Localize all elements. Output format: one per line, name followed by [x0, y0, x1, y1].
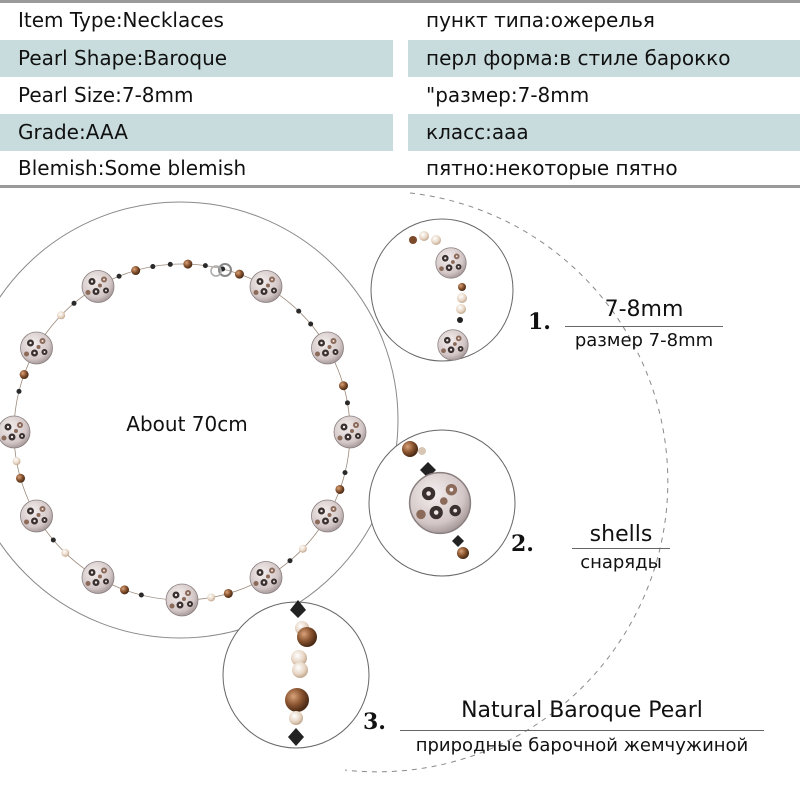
bottom-rule — [0, 185, 800, 188]
spacer-bead — [342, 470, 348, 476]
spec-grade-ru: класс:ааа — [408, 114, 800, 151]
top-rule — [0, 0, 800, 3]
spacer-bead — [308, 321, 314, 327]
spacer-bead — [16, 388, 22, 394]
detail-1-underline — [565, 326, 723, 327]
detail-2-illustration — [402, 441, 472, 559]
crystal-bead — [61, 548, 70, 557]
detail-2-number: 2. — [511, 531, 534, 557]
pearl-bead — [120, 585, 130, 595]
spec-row-pearl-shape: Pearl Shape:Baroque перл форма:в стиле б… — [0, 40, 800, 77]
necklace-length-label: About 70cm — [126, 412, 248, 436]
detail-3-underline — [400, 730, 764, 731]
spec-row-blemish: Blemish:Some blemish пятно:некоторые пят… — [0, 150, 800, 187]
spacer-bead — [344, 400, 350, 406]
detail-1-title: 7-8mm — [604, 297, 684, 322]
spacer-bead — [116, 273, 122, 279]
detail-3-subtitle: природные барочной жемчужиной — [415, 735, 749, 756]
spacer-bead — [138, 592, 144, 598]
pearl-bead — [234, 269, 244, 279]
spec-pearl-size-en: Pearl Size:7-8mm — [18, 83, 194, 107]
detail-2-underline — [572, 548, 670, 549]
spacer-bead — [287, 558, 293, 564]
crystal-bead — [12, 457, 21, 466]
pearl-bead — [338, 381, 348, 391]
spec-grade-en: Grade:AAA — [0, 114, 393, 151]
pearl-bead — [183, 259, 193, 269]
pearl-bead — [223, 588, 233, 598]
pearl-bead — [335, 484, 345, 494]
shell-bead — [310, 499, 344, 533]
detail-3-title: Natural Baroque Pearl — [461, 698, 703, 723]
pearl-bead — [19, 370, 29, 380]
necklace-illustration — [0, 192, 669, 773]
shell-bead — [333, 415, 367, 449]
detail-3-illustration — [285, 600, 317, 746]
spec-item-type-en: Item Type:Necklaces — [18, 8, 224, 32]
spec-table: Item Type:Necklaces пункт типа:ожерелья … — [0, 0, 800, 190]
spacer-bead — [71, 300, 77, 306]
spec-row-pearl-size: Pearl Size:7-8mm "размер:7-8mm — [0, 77, 800, 114]
detail-2-title: shells — [589, 522, 653, 547]
spacer-bead — [150, 264, 156, 270]
necklace-beads — [0, 259, 367, 617]
crystal-bead — [207, 593, 216, 602]
detail-3-number: 3. — [363, 709, 386, 735]
spec-blemish-ru: пятно:некоторые пятно — [426, 156, 678, 180]
shell-bead — [249, 270, 283, 304]
spacer-bead — [167, 261, 173, 267]
spacer-bead — [202, 263, 208, 269]
shell-bead — [81, 560, 115, 594]
detail-2-subtitle: снаряды — [580, 552, 662, 573]
shell-bead — [20, 331, 54, 365]
spec-pearl-size-ru: "размер:7-8mm — [426, 83, 590, 107]
spacer-bead — [50, 537, 56, 543]
necklace-figure: About 70cm 1. 7-8mm размер 7-8mm 2. shel… — [0, 190, 800, 800]
spec-row-item-type: Item Type:Necklaces пункт типа:ожерелья — [0, 2, 800, 39]
shell-bead — [0, 415, 31, 449]
crystal-bead — [57, 311, 66, 320]
spec-row-grade: Grade:AAA класс:ааа — [0, 114, 800, 151]
pearl-bead — [16, 473, 26, 483]
detail-1-subtitle: размер 7-8mm — [574, 330, 714, 351]
spec-blemish-en: Blemish:Some blemish — [18, 156, 247, 180]
crystal-bead — [298, 544, 307, 553]
shell-bead — [81, 270, 115, 304]
spec-pearl-shape-en: Pearl Shape:Baroque — [0, 40, 393, 77]
spec-pearl-shape-ru: перл форма:в стиле барокко — [408, 40, 800, 77]
shell-bead — [310, 331, 344, 365]
detail-1-number: 1. — [528, 309, 551, 335]
shell-bead — [249, 560, 283, 594]
shell-bead — [20, 499, 54, 533]
detail-1-illustration — [409, 231, 469, 361]
pearl-bead — [131, 266, 141, 276]
spec-item-type-ru: пункт типа:ожерелья — [426, 8, 655, 32]
spacer-bead — [296, 308, 302, 314]
shell-bead — [165, 583, 199, 617]
